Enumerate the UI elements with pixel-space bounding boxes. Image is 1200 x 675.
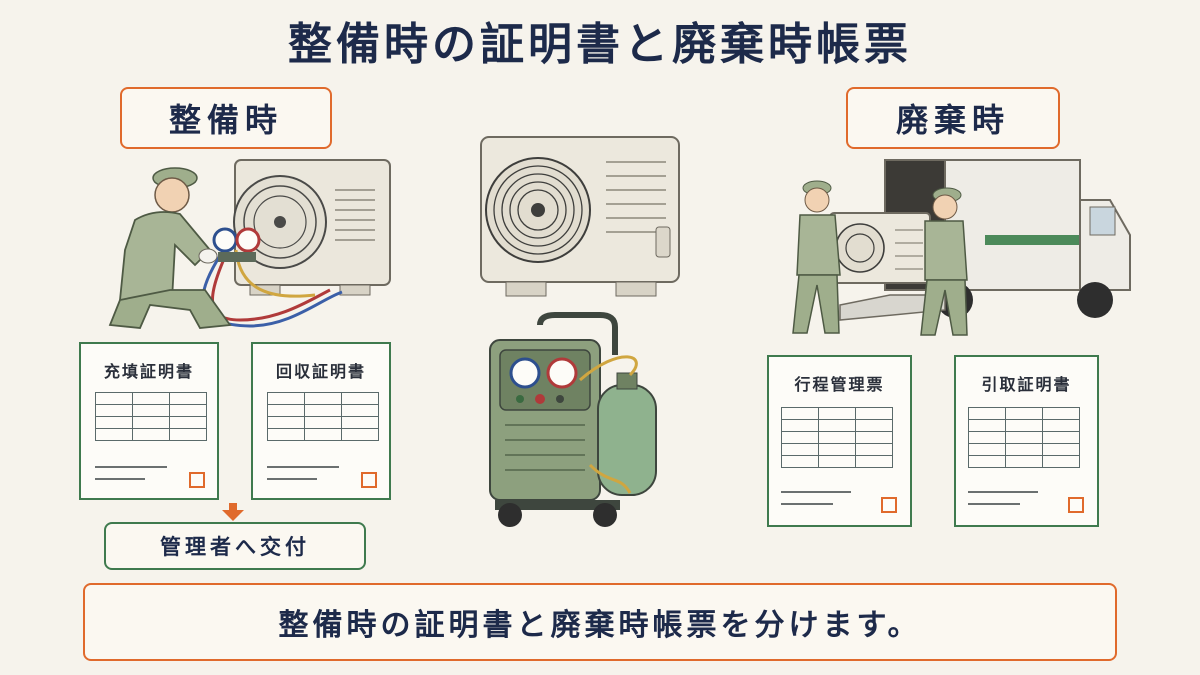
doc-title: 行程管理票 bbox=[794, 375, 885, 394]
arrow-down-icon bbox=[222, 503, 244, 521]
doc-table-lines bbox=[968, 407, 1080, 468]
disposal-truck-illustration bbox=[792, 159, 1131, 336]
doc-process-control-form: 行程管理票 bbox=[767, 355, 912, 527]
page-title: 整備時の証明書と廃棄時帳票 bbox=[288, 19, 912, 70]
doc-text-line bbox=[781, 503, 833, 505]
doc-recovery-certificate: 回収証明書 bbox=[251, 342, 391, 500]
doc-text-line bbox=[267, 478, 317, 480]
doc-title: 回収証明書 bbox=[275, 362, 366, 381]
doc-title: 充填証明書 bbox=[103, 362, 194, 381]
doc-pickup-certificate: 引取証明書 bbox=[954, 355, 1099, 527]
technician-with-gauges-illustration bbox=[108, 159, 391, 329]
worker-figure-right bbox=[920, 187, 968, 336]
doc-text-line bbox=[968, 491, 1038, 493]
doc-text-line bbox=[95, 478, 145, 480]
doc-table-lines bbox=[781, 407, 893, 468]
doc-text-line bbox=[95, 466, 167, 468]
doc-text-line bbox=[267, 466, 339, 468]
checkbox-icon bbox=[881, 497, 897, 513]
checkbox-icon bbox=[1068, 497, 1084, 513]
technician-figure bbox=[108, 167, 232, 329]
doc-title: 引取証明書 bbox=[981, 375, 1072, 394]
summary-banner: 整備時の証明書と廃棄時帳票を分けます。 bbox=[83, 583, 1117, 661]
section-label-disposal: 廃棄時 bbox=[846, 87, 1060, 149]
outdoor-ac-unit-illustration bbox=[480, 136, 680, 297]
carried-outdoor-unit-icon bbox=[829, 212, 931, 284]
checkbox-icon bbox=[189, 472, 205, 488]
handover-label: 管理者へ交付 bbox=[104, 522, 366, 570]
section-label-maintenance: 整備時 bbox=[120, 87, 332, 149]
outdoor-unit-small-icon bbox=[233, 159, 391, 296]
recovery-machine-illustration bbox=[489, 312, 657, 527]
doc-text-line bbox=[968, 503, 1020, 505]
pressure-gauge-icon bbox=[212, 227, 261, 262]
doc-table-lines bbox=[95, 392, 207, 441]
doc-table-lines bbox=[267, 392, 379, 441]
doc-charging-certificate: 充填証明書 bbox=[79, 342, 219, 500]
gas-cylinder-icon bbox=[597, 372, 657, 496]
doc-text-line bbox=[781, 491, 851, 493]
gauge-icon bbox=[509, 357, 578, 389]
checkbox-icon bbox=[361, 472, 377, 488]
worker-figure-left bbox=[792, 180, 841, 334]
